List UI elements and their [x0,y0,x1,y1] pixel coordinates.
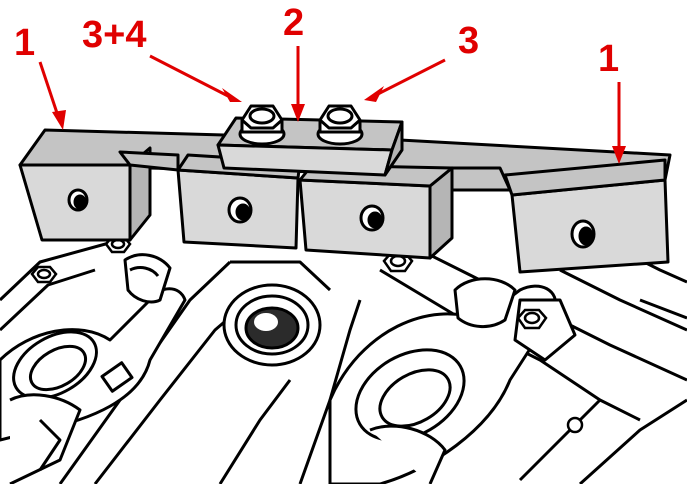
hole-center-left [227,196,253,224]
bolt-right [316,104,364,146]
clamp-bolts [238,104,364,146]
callout-label-1-right: 1 [598,38,620,80]
right-camshaft [328,277,577,484]
bolt-left [238,104,286,146]
arrow-3plus4 [149,54,242,102]
head-bolt [566,416,584,434]
head-bolt [30,265,58,284]
callout-label-3: 3 [458,20,480,62]
tool-holes [67,188,596,249]
center-seal-ring [222,283,322,367]
hole-center-right [359,204,385,232]
callout-label-2: 2 [283,2,305,44]
callout-arrows [38,46,626,164]
head-bolt [516,308,548,330]
hole-left [67,188,89,212]
left-camshaft [0,253,187,484]
arrow-1-right [612,82,626,164]
callout-label-1-left: 1 [14,22,36,64]
arrow-3 [364,58,446,102]
arrow-1-left [38,61,66,130]
callout-label-3-plus-4: 3+4 [82,14,147,56]
arrow-2 [291,46,305,122]
hole-right [570,219,596,249]
